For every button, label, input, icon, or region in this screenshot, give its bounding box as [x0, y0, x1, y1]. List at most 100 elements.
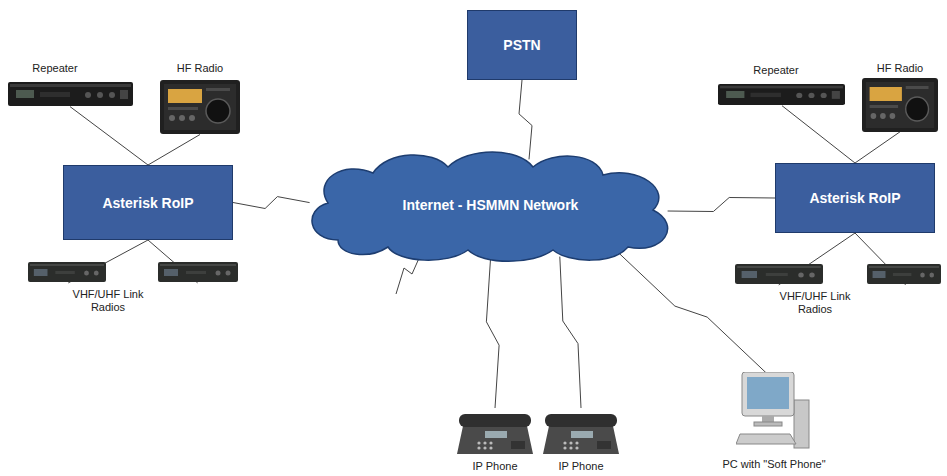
device-part — [569, 441, 572, 444]
device-part — [906, 86, 929, 89]
device-label-holder: VHF/UHF Link Radios — [58, 288, 158, 314]
device-part — [796, 93, 802, 98]
device-part — [569, 446, 572, 449]
device-part — [742, 372, 794, 416]
device-part — [742, 271, 757, 278]
device-part — [545, 414, 617, 427]
lightning-link — [486, 259, 499, 408]
device-part — [206, 99, 230, 123]
device-part — [747, 377, 789, 409]
device-label-holder: IP Phone — [432, 460, 558, 473]
device-part — [483, 446, 486, 449]
device-part — [97, 92, 103, 98]
link-picture — [28, 262, 106, 282]
device-part — [485, 431, 507, 438]
ip-phone-device: IP Phone — [538, 408, 624, 474]
device-part — [866, 82, 934, 128]
device-part — [929, 273, 934, 278]
device-part — [109, 92, 115, 98]
device-part — [867, 264, 941, 284]
device-part — [216, 271, 221, 276]
device-label-holder: PC with "Soft Phone" — [698, 458, 850, 471]
link-picture — [158, 262, 238, 282]
device-part — [798, 273, 804, 278]
device-part — [809, 273, 815, 278]
device-part — [735, 264, 823, 284]
device-part — [890, 113, 896, 119]
lightning-link — [519, 80, 532, 159]
device-part — [808, 93, 814, 98]
device-part — [563, 441, 566, 444]
device-part — [85, 92, 91, 98]
device-part — [206, 88, 230, 91]
device-part — [179, 115, 185, 121]
hf-radio-device: HF Radio — [860, 62, 940, 134]
device-part — [160, 80, 240, 134]
device-part — [511, 441, 525, 449]
device-label: IP Phone — [518, 460, 644, 473]
device-label-holder: IP Phone — [518, 460, 644, 473]
device-part — [84, 271, 89, 276]
device-part — [8, 82, 133, 106]
gateway-box: Asterisk RoIP — [63, 165, 233, 240]
cable-line — [782, 106, 855, 163]
link-picture — [867, 264, 941, 284]
device-part — [736, 372, 811, 450]
repeater-device: Repeater — [716, 62, 848, 108]
pc-picture — [736, 372, 811, 450]
device-part — [736, 434, 796, 444]
device-part — [794, 400, 809, 448]
device-part — [8, 82, 133, 106]
device-part — [726, 91, 744, 98]
device-part — [168, 89, 202, 103]
device-part — [575, 441, 578, 444]
device-part — [457, 426, 533, 454]
device-part — [55, 271, 75, 274]
device-part — [34, 269, 48, 276]
device-part — [489, 441, 492, 444]
device-part — [160, 80, 240, 134]
box-label: PSTN — [503, 37, 540, 53]
device-label-holder: Repeater — [25, 62, 85, 75]
repeater-picture — [718, 84, 845, 105]
device-part — [920, 273, 925, 278]
device-label: Repeater — [744, 64, 808, 77]
device-part — [867, 264, 941, 284]
gateway-box: Asterisk RoIP — [775, 163, 935, 233]
device-part — [455, 408, 535, 456]
device-part — [720, 86, 843, 89]
device-part — [821, 93, 827, 98]
device-part — [754, 422, 782, 426]
device-label-holder: HF Radio — [138, 62, 262, 75]
cable-line — [855, 132, 900, 163]
device-label-holder: Repeater — [744, 64, 808, 77]
device-part — [862, 78, 938, 132]
device-label: IP Phone — [432, 460, 558, 473]
phone-picture — [541, 408, 621, 456]
device-part — [870, 105, 899, 108]
cable-line — [148, 135, 200, 166]
device-part — [541, 408, 621, 456]
hf-picture — [160, 80, 240, 134]
device-part — [30, 264, 104, 266]
device-part — [10, 84, 131, 87]
link-radios-device: VHF/UHF Link Radios — [28, 260, 240, 322]
device-part — [28, 262, 106, 282]
network-box: PSTN — [467, 10, 577, 80]
cloud-outline — [312, 152, 668, 261]
box-label: Asterisk RoIP — [102, 195, 193, 211]
device-part — [906, 97, 929, 121]
device-part — [226, 271, 231, 276]
device-part — [873, 271, 886, 278]
softphone-pc-device: PC with "Soft Phone" — [718, 372, 830, 472]
lightning-link — [668, 198, 775, 212]
ip-phone-device: IP Phone — [452, 408, 538, 474]
device-part — [120, 90, 128, 99]
device-part — [832, 91, 840, 99]
device-label: VHF/UHF Link Radios — [58, 288, 158, 314]
device-part — [158, 262, 238, 282]
device-part — [477, 446, 480, 449]
link-radios-device: VHF/UHF Link Radios — [735, 262, 943, 324]
device-part — [94, 271, 99, 276]
